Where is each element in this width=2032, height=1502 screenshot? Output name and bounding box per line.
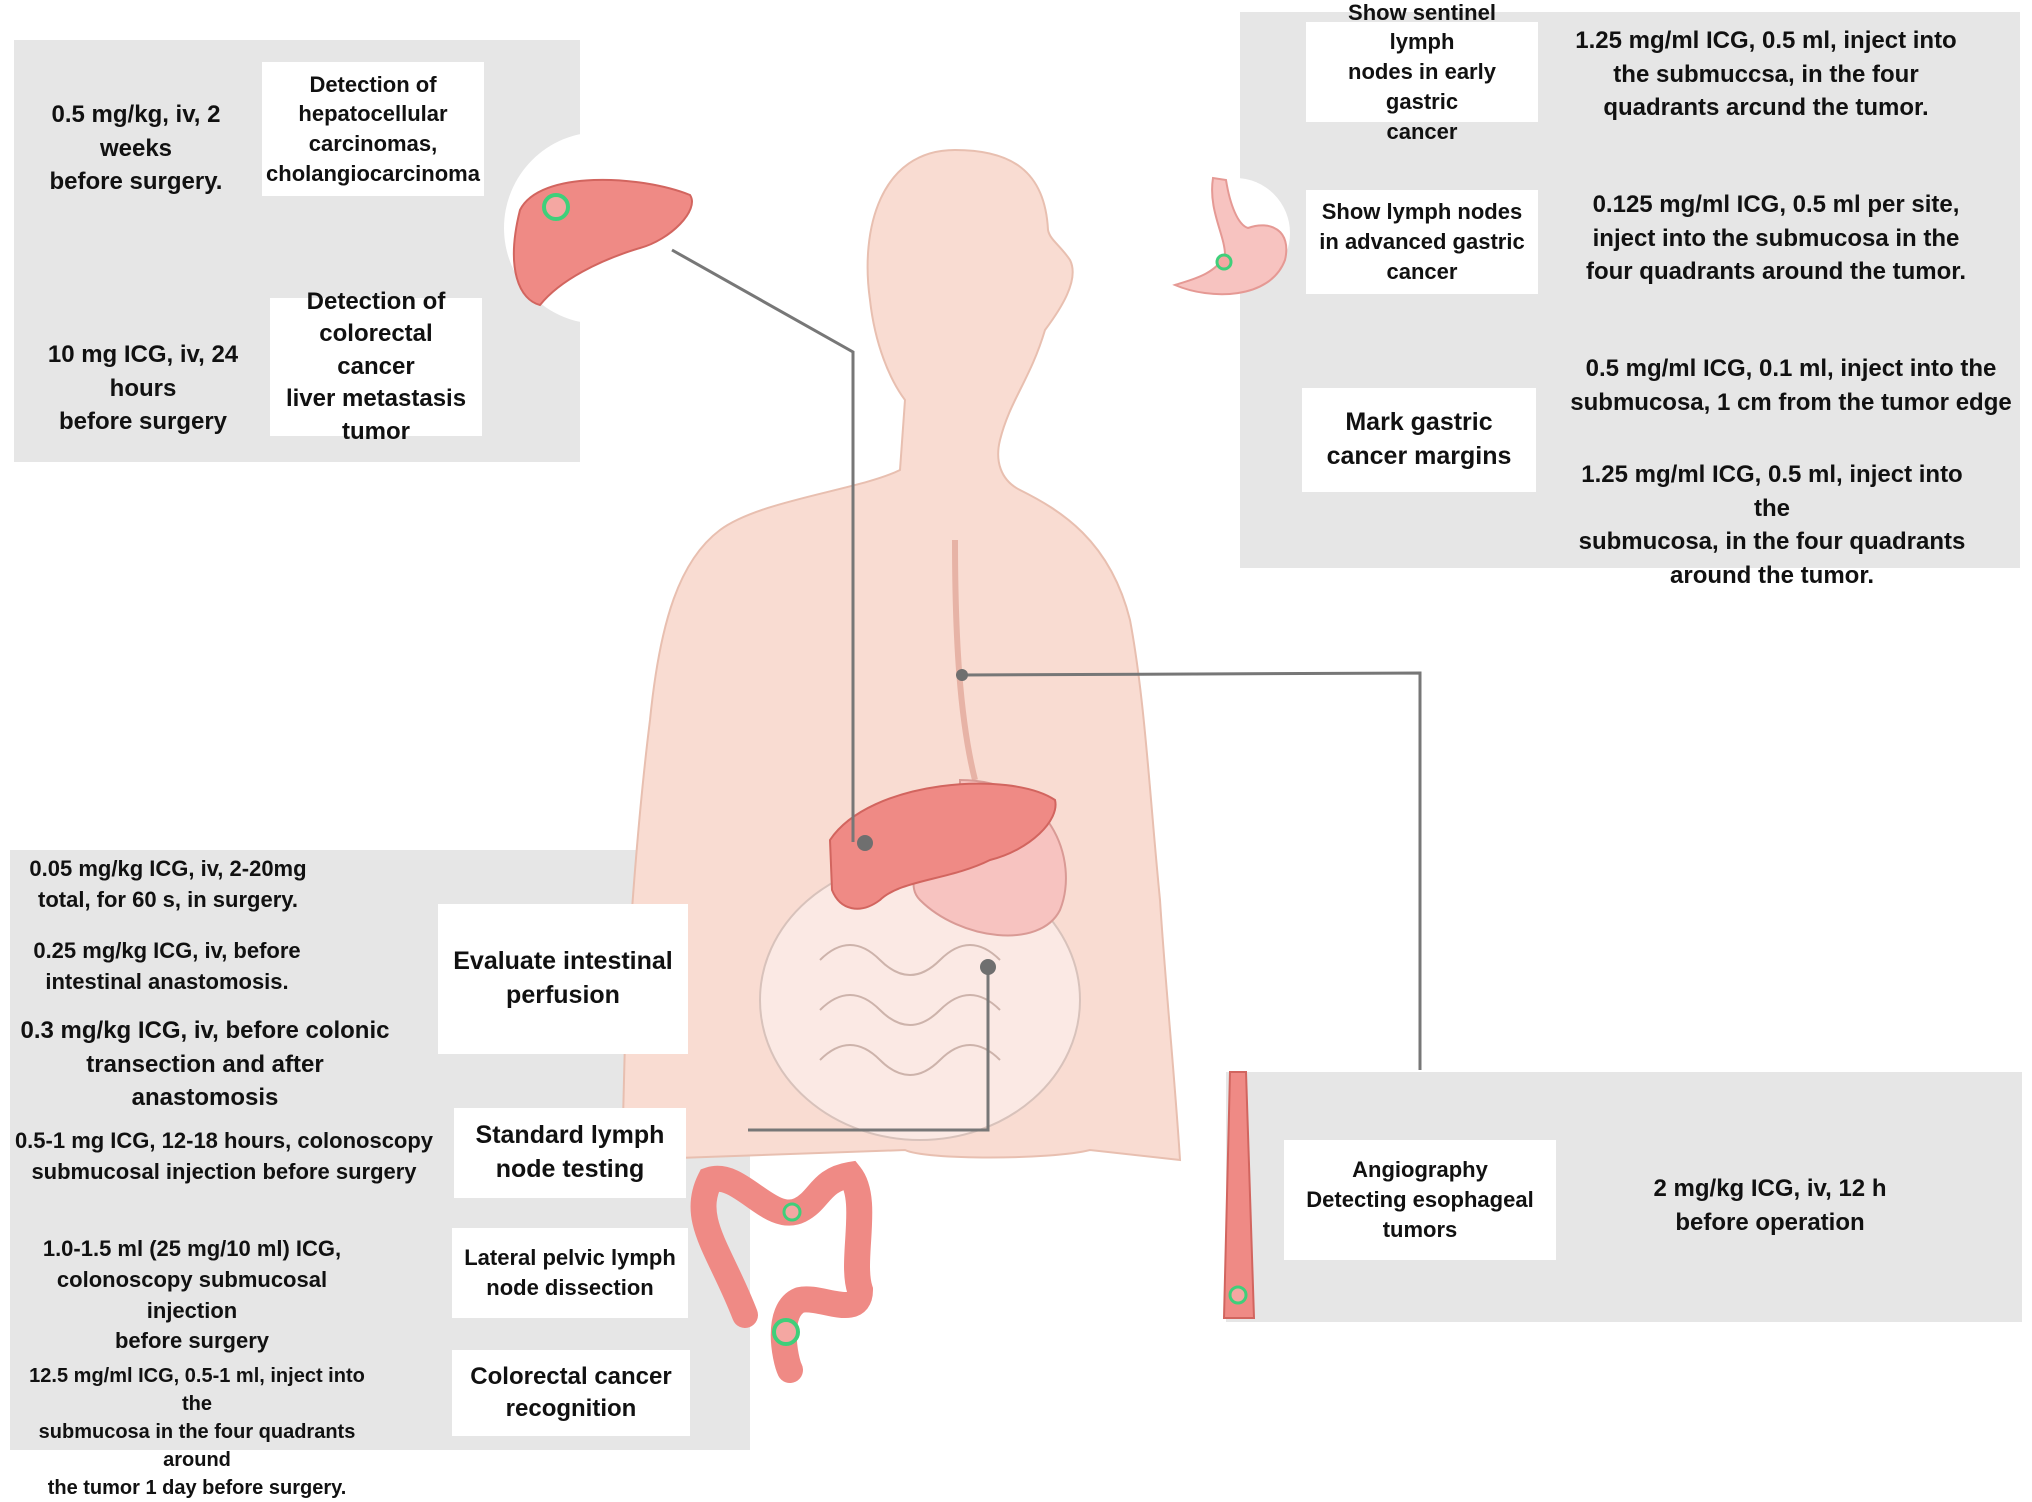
esophagus-tumor-icon: [1228, 1285, 1248, 1305]
intestine-dose-2: 0.25 mg/kg ICG, iv, before intestinal an…: [33, 938, 301, 994]
esophagus-dose: 2 mg/kg ICG, iv, 12 h before operation: [1653, 1175, 1887, 1236]
anatomy-illustration: [512, 148, 1422, 1383]
gastric-purpose-3: Mark gastric cancer margins: [1302, 388, 1536, 492]
gastric-dose-3b: 1.25 mg/ml ICG, 0.5 ml, inject into the …: [1578, 461, 1966, 589]
connector-intestine-dot: [980, 959, 996, 975]
liver-in-body: [828, 782, 1057, 910]
colon-tumor-icon-upper: [782, 1202, 802, 1222]
liver-dose-1: 0.5 mg/kg, iv, 2 weeks before surgery.: [49, 101, 223, 196]
intestine-purpose-3: Lateral pelvic lymph node dissection: [452, 1228, 688, 1318]
intestine-coils: [819, 944, 1001, 1076]
intestine-purpose-1: Evaluate intestinal perfusion: [438, 904, 688, 1054]
stomach-icon: [1172, 176, 1288, 296]
gastric-purpose-2: Show lymph nodes in advanced gastric can…: [1306, 190, 1538, 294]
colon-icon: [690, 1160, 874, 1383]
connector-liver: [671, 248, 855, 842]
stomach-tumor-icon: [1215, 253, 1233, 271]
gastric-dose-3a: 0.5 mg/ml ICG, 0.1 ml, inject into the s…: [1570, 355, 2012, 416]
liver-purpose-2: Detection of colorectal cancer liver met…: [270, 288, 482, 445]
liver-dose-2: 10 mg ICG, iv, 24 hours before surgery: [47, 341, 239, 436]
gastric-purpose-1: Show sentinel lymph nodes in early gastr…: [1306, 0, 1538, 144]
intestine-dose-4: 0.5-1 mg ICG, 12-18 hours, colonoscopy s…: [14, 1128, 434, 1184]
intestine-purpose-4: Colorectal cancer recognition: [452, 1350, 690, 1436]
intestine-dose-6: 12.5 mg/ml ICG, 0.5-1 ml, inject into th…: [29, 1365, 365, 1499]
connector-intestine: [748, 967, 990, 1132]
intestine-purpose-2: Standard lymph node testing: [454, 1108, 686, 1198]
connector-liver-dot: [857, 835, 873, 851]
intestine-dose-1: 0.05 mg/kg ICG, iv, 2-20mg total, for 60…: [29, 856, 307, 912]
intestine-dose-3: 0.3 mg/kg ICG, iv, before colonic transe…: [20, 1017, 390, 1112]
esophagus-purpose: Angiography Detecting esophageal tumors: [1284, 1140, 1556, 1260]
liver-tumor-icon: [542, 193, 570, 221]
colon-tumor-icon-lower: [772, 1318, 800, 1346]
gastric-dose-2: 0.125 mg/ml ICG, 0.5 ml per site, inject…: [1585, 191, 1966, 286]
liver-purpose-1: Detection of hepatocellular carcinomas, …: [262, 62, 484, 196]
esophagus-icon: [1222, 1071, 1256, 1319]
connector-esophagus: [961, 671, 1422, 1070]
connector-esophagus-dot: [956, 669, 968, 681]
intestine-dose-5: 1.0-1.5 ml (25 mg/10 ml) ICG, colonoscop…: [42, 1236, 342, 1354]
gastric-dose-1: 1.25 mg/ml ICG, 0.5 ml, inject into the …: [1575, 27, 1957, 122]
